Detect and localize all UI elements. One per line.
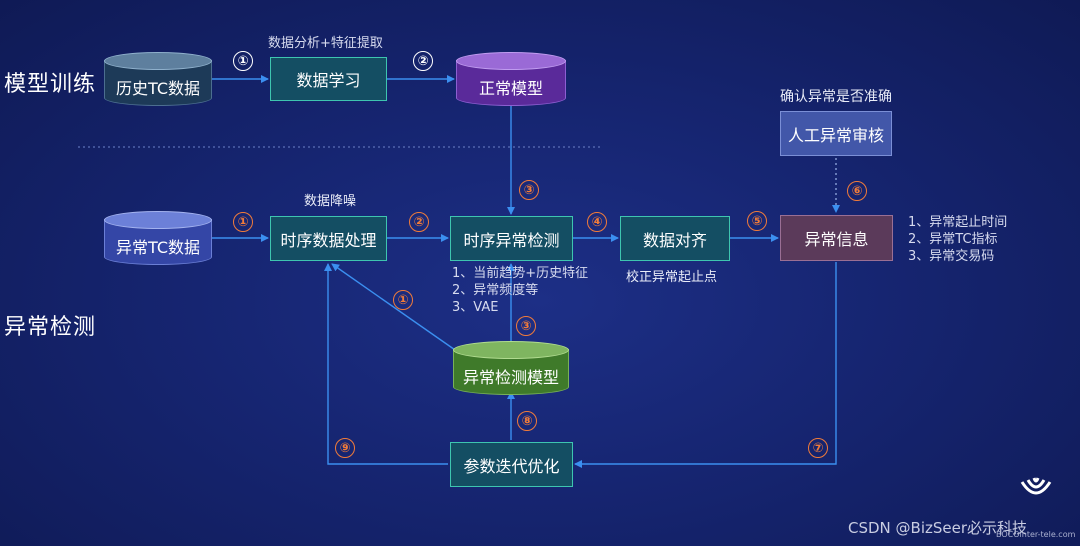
model-step-1: ① bbox=[393, 290, 413, 310]
section-training-title: 模型训练 bbox=[4, 72, 97, 97]
feature-item: 2、异常频度等 bbox=[452, 283, 539, 298]
confirm-label: 确认异常是否准确 bbox=[780, 89, 892, 105]
detect-model-cylinder: 异常检测模型 bbox=[453, 341, 569, 395]
detect-step-3-top: ③ bbox=[519, 180, 539, 200]
arrow-info-to-opt bbox=[574, 262, 837, 468]
normal-model-label: 正常模型 bbox=[478, 79, 543, 98]
info-items-list: 1、异常起止时间 2、异常TC指标 3、异常交易码 bbox=[908, 214, 1007, 265]
data-learn-box: 数据学习 bbox=[270, 57, 387, 101]
train-step-2: ② bbox=[413, 51, 433, 71]
anomaly-tc-data-cylinder: 异常TC数据 bbox=[104, 211, 212, 265]
anomaly-tc-data-label: 异常TC数据 bbox=[115, 238, 200, 257]
arrow-detectmodel-to-process bbox=[331, 263, 459, 353]
info-item: 3、异常交易码 bbox=[908, 249, 995, 264]
calib-label: 校正异常起止点 bbox=[626, 270, 718, 285]
hist-tc-data-cylinder: 历史TC数据 bbox=[104, 52, 212, 106]
info-item: 1、异常起止时间 bbox=[908, 215, 1008, 230]
detect-model-label: 异常检测模型 bbox=[462, 368, 559, 387]
model-step-3: ③ bbox=[516, 316, 536, 336]
data-align-box: 数据对齐 bbox=[620, 216, 730, 261]
param-opt-box: 参数迭代优化 bbox=[450, 442, 573, 487]
analysis-label: 数据分析+特征提取 bbox=[268, 36, 383, 51]
arrow-opt-to-process bbox=[324, 263, 448, 465]
manual-review-box: 人工异常审核 bbox=[780, 111, 892, 156]
normal-model-cylinder: 正常模型 bbox=[456, 52, 566, 106]
detect-step-2: ② bbox=[409, 212, 429, 232]
detect-step-5: ⑤ bbox=[747, 211, 767, 231]
detect-step-6: ⑥ bbox=[847, 181, 867, 201]
denoise-label: 数据降噪 bbox=[304, 194, 357, 209]
info-item: 2、异常TC指标 bbox=[908, 232, 998, 247]
ts-process-box: 时序数据处理 bbox=[270, 216, 387, 261]
logo-subtext: BOCOinter-tele.com bbox=[996, 530, 1076, 539]
detect-features-list: 1、当前趋势+历史特征 2、异常频度等 3、VAE bbox=[452, 265, 588, 316]
section-detection-title: 异常检测 bbox=[4, 315, 97, 340]
csdn-watermark: CSDN @BizSeer必示科技 bbox=[848, 519, 1028, 537]
brand-logo bbox=[1014, 474, 1058, 512]
train-step-1: ① bbox=[233, 51, 253, 71]
feature-item: 3、VAE bbox=[452, 300, 499, 315]
detect-step-4: ④ bbox=[587, 212, 607, 232]
detect-step-8: ⑧ bbox=[517, 411, 537, 431]
anomaly-info-box: 异常信息 bbox=[780, 215, 893, 261]
ts-detect-box: 时序异常检测 bbox=[450, 216, 573, 261]
logo-icon bbox=[1020, 477, 1052, 495]
feature-item: 1、当前趋势+历史特征 bbox=[452, 266, 589, 281]
detect-step-9: ⑨ bbox=[335, 438, 355, 458]
detect-step-1: ① bbox=[233, 212, 253, 232]
detect-step-7: ⑦ bbox=[808, 438, 828, 458]
hist-tc-data-label: 历史TC数据 bbox=[115, 79, 200, 98]
